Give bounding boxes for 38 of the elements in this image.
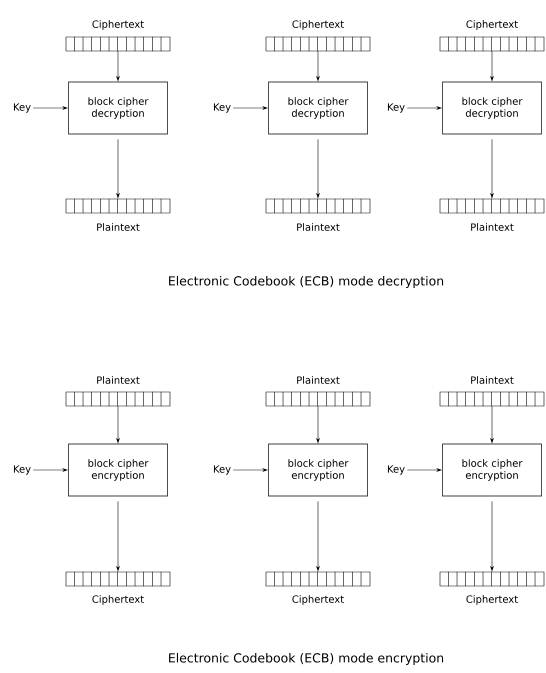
key-label: Key (388, 103, 405, 113)
cipher-box: block cipher decryption (442, 82, 542, 134)
cipher-box: block cipher encryption (442, 444, 542, 496)
block-bar (440, 391, 544, 407)
bar-label: Plaintext (471, 223, 514, 231)
block-bar (66, 391, 170, 407)
block-bar (66, 198, 170, 214)
key-label: Key (14, 465, 31, 475)
block-bar (266, 571, 370, 587)
block-bar (266, 391, 370, 407)
cipher-box: block cipher decryption (68, 82, 168, 134)
bar-label: Ciphertext (466, 20, 518, 30)
key-label: Key (214, 465, 231, 475)
block-bar (440, 198, 544, 214)
block-bar (66, 36, 170, 52)
cipher-box: block cipher encryption (268, 444, 368, 496)
bar-label: Plaintext (297, 376, 340, 384)
cipher-box: block cipher encryption (68, 444, 168, 496)
bar-label: Ciphertext (466, 595, 518, 605)
key-label: Key (388, 465, 405, 475)
block-bar (66, 571, 170, 587)
key-label: Key (14, 103, 31, 113)
bar-label: Plaintext (471, 376, 514, 384)
bar-label: Ciphertext (92, 20, 144, 30)
caption: Electronic Codebook (ECB) mode encryption (169, 652, 444, 666)
block-bar (440, 36, 544, 52)
block-bar (266, 36, 370, 52)
bar-label: Ciphertext (292, 20, 344, 30)
bar-label: Plaintext (97, 376, 140, 384)
block-bar (440, 571, 544, 587)
block-bar (266, 198, 370, 214)
bar-label: Plaintext (97, 223, 140, 231)
caption: Electronic Codebook (ECB) mode decryption (169, 276, 444, 288)
cipher-box: block cipher decryption (268, 82, 368, 134)
key-label: Key (214, 103, 231, 113)
bar-label: Ciphertext (292, 595, 344, 605)
bar-label: Plaintext (297, 223, 340, 231)
bar-label: Ciphertext (92, 595, 144, 605)
